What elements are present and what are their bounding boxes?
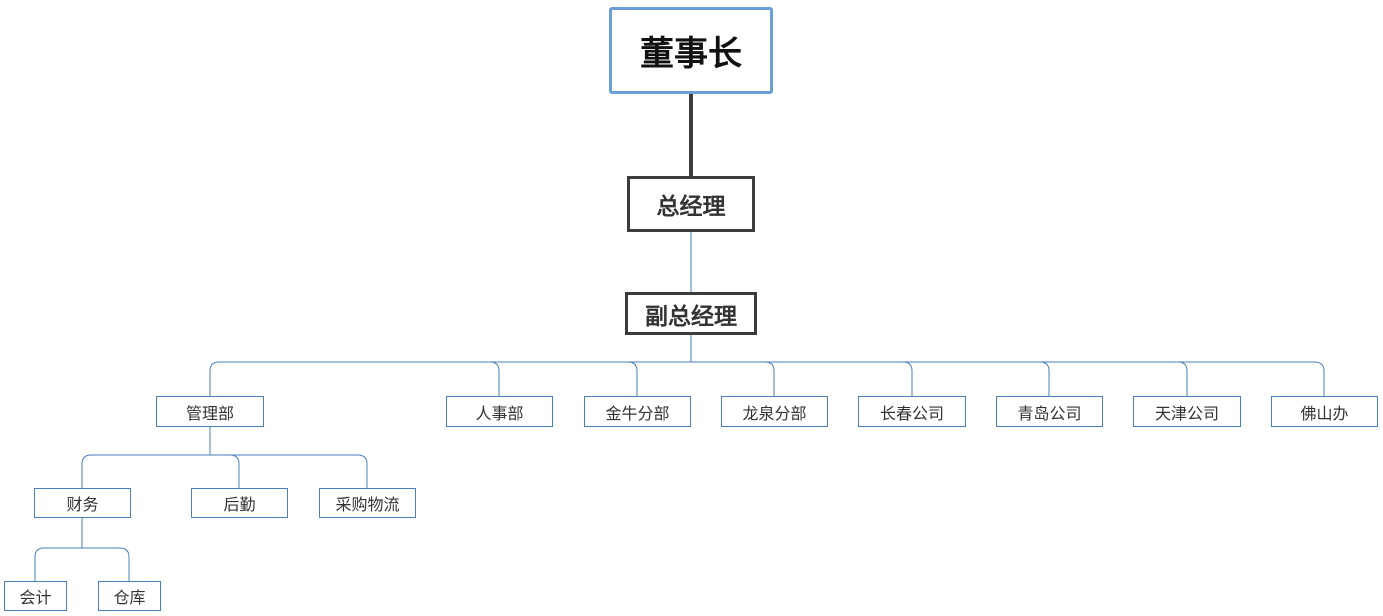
connector-finance-units bbox=[34, 518, 130, 581]
connector-management-units bbox=[81, 427, 368, 488]
dept-label-jinniu: 金牛分部 bbox=[605, 403, 670, 423]
connector-deputy-departments bbox=[209, 335, 1325, 396]
deputy-general-manager-label: 副总经理 bbox=[645, 303, 737, 330]
dept-label-hr: 人事部 bbox=[475, 403, 524, 423]
general-manager-node[interactable]: 总经理 bbox=[627, 176, 755, 232]
dept-node-qingdao[interactable]: 青岛公司 bbox=[996, 396, 1103, 427]
general-manager-label: 总经理 bbox=[656, 194, 726, 220]
chairman-node[interactable]: 董事长 bbox=[609, 7, 773, 94]
unit-node-warehouse[interactable]: 仓库 bbox=[98, 581, 161, 611]
unit-node-accounting[interactable]: 会计 bbox=[4, 581, 67, 611]
dept-node-hr[interactable]: 人事部 bbox=[446, 396, 553, 427]
dept-node-management[interactable]: 管理部 bbox=[156, 396, 264, 427]
unit-node-logistics-support[interactable]: 后勤 bbox=[191, 488, 288, 518]
unit-label-logistics-support: 后勤 bbox=[223, 495, 256, 514]
dept-label-changchun: 长春公司 bbox=[879, 403, 944, 423]
dept-label-longquan: 龙泉分部 bbox=[742, 403, 807, 423]
dept-label-qingdao: 青岛公司 bbox=[1017, 403, 1082, 423]
unit-label-accounting: 会计 bbox=[19, 588, 52, 607]
dept-label-management: 管理部 bbox=[185, 403, 234, 423]
dept-node-longquan[interactable]: 龙泉分部 bbox=[721, 396, 828, 427]
unit-node-procurement[interactable]: 采购物流 bbox=[319, 488, 416, 518]
unit-label-finance: 财务 bbox=[66, 495, 99, 514]
deputy-general-manager-node[interactable]: 副总经理 bbox=[625, 292, 757, 335]
dept-label-tianjin: 天津公司 bbox=[1154, 403, 1219, 423]
dept-node-jinniu[interactable]: 金牛分部 bbox=[584, 396, 691, 427]
dept-node-foshan[interactable]: 佛山办 bbox=[1271, 396, 1378, 427]
dept-node-changchun[interactable]: 长春公司 bbox=[858, 396, 966, 427]
unit-label-procurement: 采购物流 bbox=[335, 495, 400, 514]
dept-label-foshan: 佛山办 bbox=[1300, 403, 1349, 423]
chairman-label: 董事长 bbox=[640, 34, 742, 74]
unit-node-finance[interactable]: 财务 bbox=[34, 488, 131, 518]
dept-node-tianjin[interactable]: 天津公司 bbox=[1133, 396, 1241, 427]
unit-label-warehouse: 仓库 bbox=[113, 588, 146, 607]
